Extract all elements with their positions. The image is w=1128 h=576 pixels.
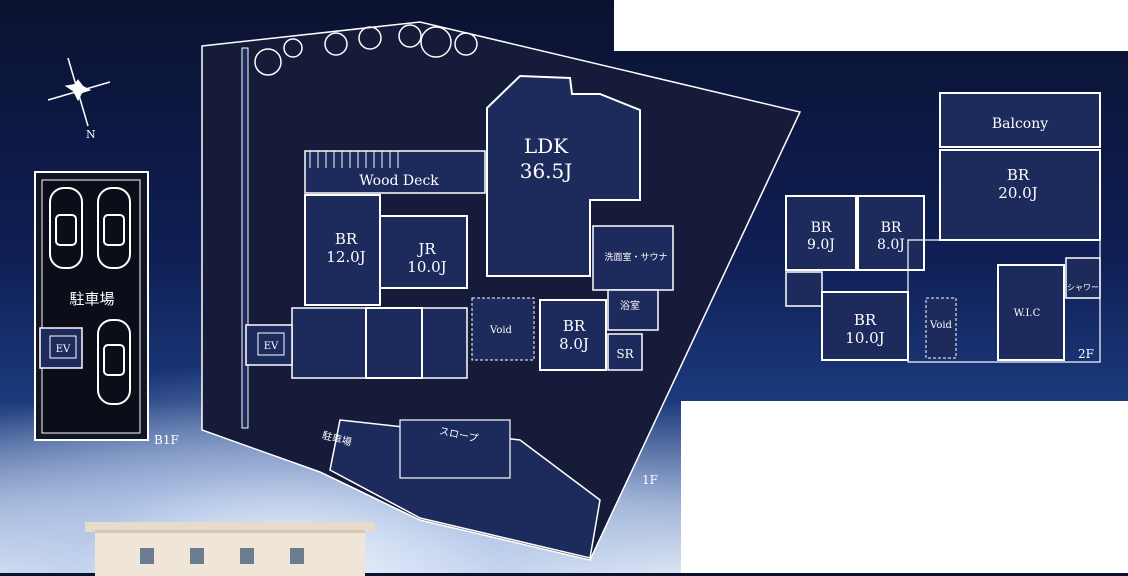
f1-ev-label: EV [264, 341, 279, 352]
br-a-size: 9.0J [807, 237, 835, 253]
house-roof [85, 522, 375, 532]
f2-plan [785, 92, 1101, 363]
sr-label: SR [616, 347, 634, 361]
br-a-name: BR [811, 220, 832, 236]
house-window [190, 548, 204, 564]
wic-label: W.I.C [1014, 308, 1041, 319]
house-window [140, 548, 154, 564]
bathroom-label: 浴室 [620, 299, 640, 312]
car-icon [49, 187, 83, 269]
br-main-name: BR [335, 230, 358, 248]
jr-size: 10.0J [407, 258, 446, 276]
house-window [290, 548, 304, 564]
ldk-name: LDK [524, 134, 569, 158]
b1f-ev-label: EV [56, 344, 71, 355]
b1f-parking-label: 駐車場 [69, 290, 114, 308]
br-main-size: 12.0J [326, 248, 365, 266]
f2-floor-label: 2F [1078, 347, 1094, 361]
balcony-label: Balcony [992, 116, 1048, 132]
house-window [240, 548, 254, 564]
car-icon [97, 319, 131, 405]
ev-box [39, 327, 83, 369]
ldk-size: 36.5J [520, 159, 573, 183]
f1-floor-label: 1F [642, 473, 658, 487]
washroom-sauna-label: 洗面室・サウナ [604, 251, 667, 263]
compass-icon [47, 57, 111, 127]
br-b-name: BR [881, 220, 902, 236]
jr-name: JR [416, 240, 436, 258]
br-c-size: 10.0J [845, 329, 884, 347]
br-c-name: BR [854, 311, 877, 329]
f2-void-label: Void [929, 320, 953, 331]
shower-label: シャワー [1067, 283, 1099, 292]
b1f-floor-label: B1F [154, 433, 179, 447]
wood-deck-label: Wood Deck [359, 173, 439, 189]
br-large-name: BR [1007, 166, 1030, 184]
br-large-size: 20.0J [998, 184, 1037, 202]
b1f-plan [34, 171, 149, 441]
br-small-name: BR [563, 317, 586, 335]
north-label: N [86, 128, 96, 141]
br-small-size: 8.0J [559, 335, 589, 353]
car-icon [97, 187, 131, 269]
br-b-size: 8.0J [877, 237, 905, 253]
f1-void-label: Void [489, 325, 513, 336]
blank-area-bottom [681, 401, 1128, 573]
blank-area-top [614, 0, 1128, 51]
f1-plan [201, 21, 802, 561]
